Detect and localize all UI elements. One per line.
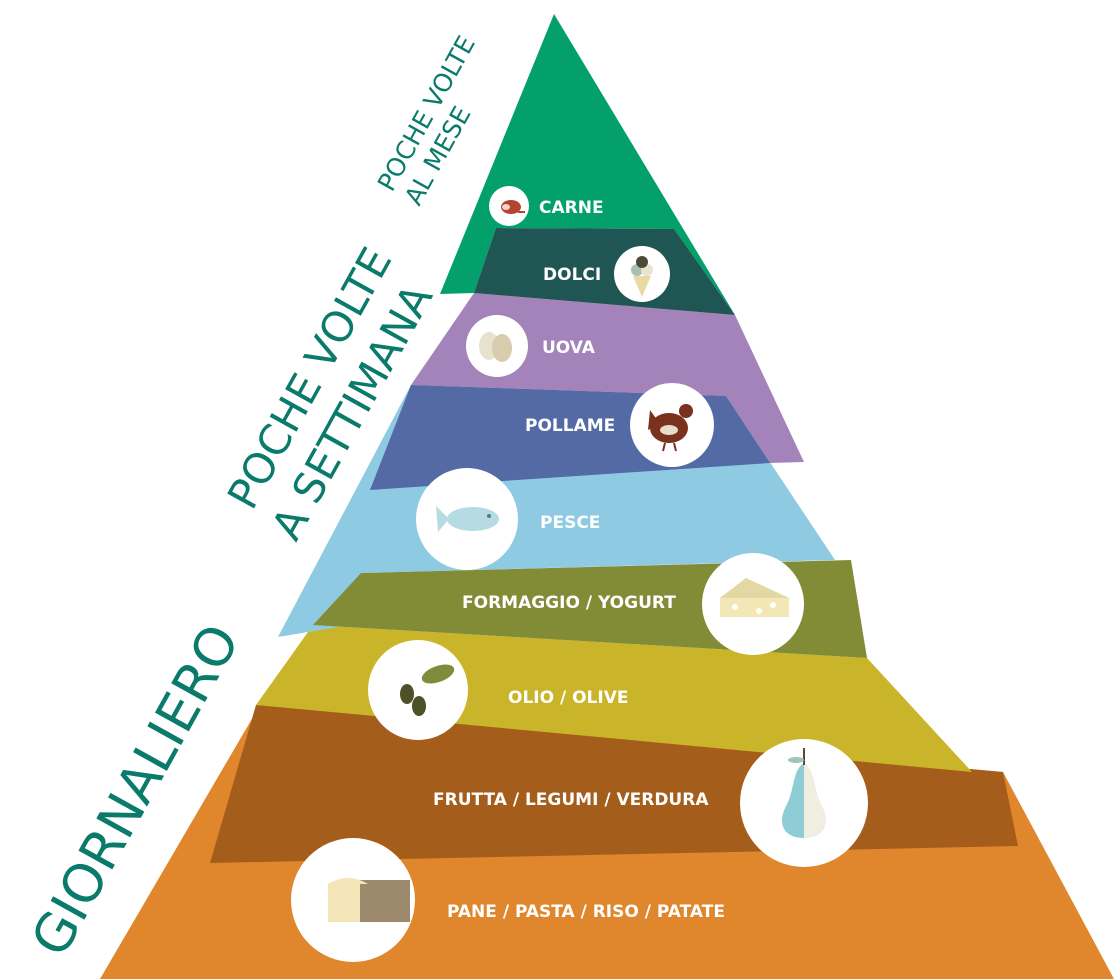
bread-icon [291,838,415,962]
tier-label-carne: CARNE [539,198,604,218]
chicken-icon [630,383,714,467]
cheese-icon [702,553,804,655]
tier-label-pollame: POLLAME [525,416,615,436]
tier-band-carne [440,14,735,315]
pear-icon [740,739,868,867]
ham-icon [489,186,529,226]
fish-icon [416,468,518,570]
tier-label-dolci: DOLCI [543,265,601,285]
tier-label-pesce: PESCE [540,513,600,533]
tier-label-pane: PANE / PASTA / RISO / PATATE [447,902,725,922]
tier-label-olio: OLIO / OLIVE [508,688,629,708]
tier-label-uova: UOVA [542,338,596,358]
tier-band-dolci [474,228,735,315]
olive-branch-icon [368,640,468,740]
tier-label-frutta: FRUTTA / LEGUMI / VERDURA [433,790,709,810]
eggs-icon [466,315,528,377]
tier-label-formaggio: FORMAGGIO / YOGURT [462,593,676,613]
ice-cream-icon [614,246,670,302]
